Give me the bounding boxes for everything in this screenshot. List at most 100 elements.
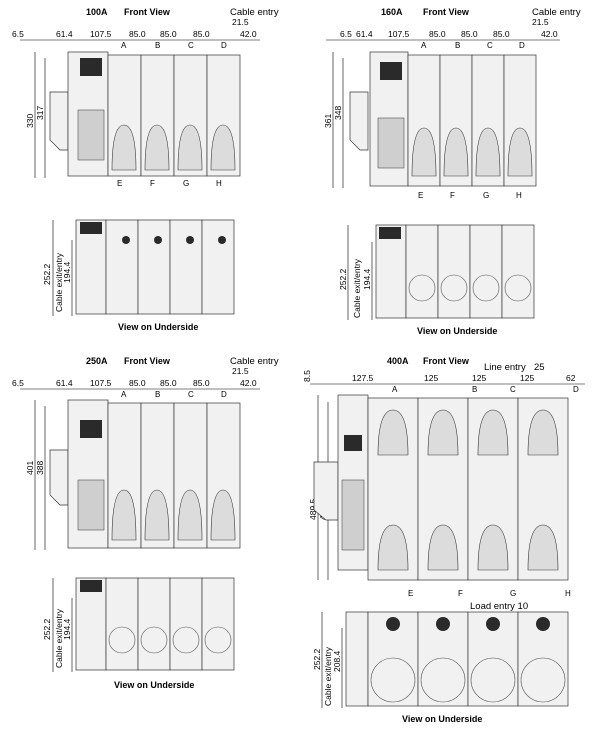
dim-text: 8.5 bbox=[302, 370, 312, 382]
dim-text: 61.4 bbox=[56, 29, 73, 39]
rating-label: 160A bbox=[381, 7, 403, 17]
dim-text: 107.5 bbox=[90, 29, 112, 39]
panel-160a-front: 160A Front View Cable entry 21.5 6.5 61.… bbox=[323, 7, 581, 200]
side-label: Cable exit/entry bbox=[54, 252, 64, 312]
cable-entry-value: 21.5 bbox=[232, 366, 249, 376]
terminal-letter: D bbox=[519, 41, 525, 50]
cable-entry-label: Line entry bbox=[484, 362, 526, 373]
terminal-letter: G bbox=[183, 179, 189, 188]
view-title: Front View bbox=[423, 7, 470, 17]
dim-text: 61.4 bbox=[56, 378, 73, 388]
height-inner: 194.4 bbox=[62, 618, 72, 640]
terminal-letter: F bbox=[458, 589, 463, 598]
dim-text: 42.0 bbox=[541, 29, 558, 39]
terminal-letter: B bbox=[472, 385, 477, 394]
height-inner: 194.4 bbox=[62, 261, 72, 283]
height-total: 401 bbox=[25, 461, 35, 475]
dim-text: 42.0 bbox=[240, 29, 257, 39]
terminal-letter: H bbox=[565, 589, 571, 598]
view-title: Front View bbox=[124, 7, 171, 17]
rating-label: 250A bbox=[86, 356, 108, 366]
terminal-letter: E bbox=[418, 191, 423, 200]
height-inner: 388 bbox=[35, 461, 45, 475]
panel-250a-front: 250A Front View Cable entry 21.5 6.5 61.… bbox=[12, 356, 279, 550]
dim-text: 125 bbox=[472, 373, 486, 383]
height-total: 252.2 bbox=[42, 263, 52, 285]
side-label: Cable exit/entry bbox=[323, 646, 333, 706]
dim-text: 85.0 bbox=[429, 29, 446, 39]
terminal-letter: A bbox=[392, 385, 398, 394]
dim-text: 107.5 bbox=[388, 29, 410, 39]
height-inner: 194.4 bbox=[362, 268, 372, 290]
terminal-letter: A bbox=[121, 41, 127, 50]
dim-text: 127.5 bbox=[352, 373, 374, 383]
terminal-letter: A bbox=[121, 390, 127, 399]
terminal-letter: E bbox=[408, 589, 413, 598]
height-total: 361 bbox=[323, 114, 333, 128]
underside-title: View on Underside bbox=[114, 680, 194, 690]
terminal-letter: D bbox=[221, 41, 227, 50]
height-total: 252.2 bbox=[42, 618, 52, 640]
side-label: Cable exit/entry bbox=[54, 608, 64, 668]
underside-250a: 252.2 194.4 Cable exit/entry View on Und… bbox=[42, 577, 235, 690]
terminal-letter: G bbox=[483, 191, 489, 200]
underside-title: View on Underside bbox=[417, 326, 497, 336]
terminal-letter: F bbox=[450, 191, 455, 200]
dim-text: 125 bbox=[424, 373, 438, 383]
height-inner: 317 bbox=[35, 106, 45, 120]
dim-text: 85.0 bbox=[193, 378, 210, 388]
underside-400a: Load entry 10 252.2 208.4 Cable exit/ent… bbox=[312, 601, 569, 724]
dim-text: 6.5 bbox=[12, 29, 24, 39]
terminal-letter: E bbox=[117, 179, 122, 188]
terminal-letter: H bbox=[516, 191, 522, 200]
view-title: Front View bbox=[124, 356, 171, 366]
dim-text: 107.5 bbox=[90, 378, 112, 388]
rating-label: 100A bbox=[86, 7, 108, 17]
dim-text: 62 bbox=[566, 373, 576, 383]
cable-entry-value: 21.5 bbox=[232, 17, 249, 27]
height-total: 489.5 bbox=[308, 498, 318, 520]
cable-entry-label: Cable entry bbox=[230, 356, 279, 367]
view-title: Front View bbox=[423, 356, 470, 366]
terminal-letter: B bbox=[155, 390, 160, 399]
rating-label: 400A bbox=[387, 356, 409, 366]
height-total: 252.2 bbox=[338, 268, 348, 290]
cable-entry-value: 21.5 bbox=[532, 17, 549, 27]
dim-text: 85.0 bbox=[160, 29, 177, 39]
dim-text: 85.0 bbox=[160, 378, 177, 388]
dim-text: 6.5 bbox=[12, 378, 24, 388]
dim-text: 125 bbox=[520, 373, 534, 383]
terminal-letter: A bbox=[421, 41, 427, 50]
terminal-letter: D bbox=[221, 390, 227, 399]
dim-text: 85.0 bbox=[129, 378, 146, 388]
panel-400a-front: 400A Front View Line entry 25 8.5 127.5 … bbox=[302, 356, 585, 598]
terminal-letter: H bbox=[216, 179, 222, 188]
load-entry-label: Load entry 10 bbox=[470, 601, 528, 612]
terminal-letter: F bbox=[150, 179, 155, 188]
dim-text: 42.0 bbox=[240, 378, 257, 388]
underside-title: View on Underside bbox=[118, 322, 198, 332]
dim-text: 85.0 bbox=[129, 29, 146, 39]
cable-entry-label: Cable entry bbox=[230, 7, 279, 18]
underside-100a: 252.2 194.4 Cable exit/entry View on Und… bbox=[42, 219, 235, 332]
terminal-letter: G bbox=[510, 589, 516, 598]
underside-160a: 252.2 194.4 Cable exit/entry View on Und… bbox=[338, 224, 535, 336]
cable-entry-label: Cable entry bbox=[532, 7, 581, 18]
panel-100a-front: 100A Front View Cable entry 21.5 6.5 61.… bbox=[12, 7, 279, 188]
terminal-letter: C bbox=[188, 41, 194, 50]
underside-title: View on Underside bbox=[402, 714, 482, 724]
dim-text: 85.0 bbox=[193, 29, 210, 39]
terminal-letter: C bbox=[487, 41, 493, 50]
height-inner: 348 bbox=[333, 106, 343, 120]
terminal-letter: B bbox=[455, 41, 460, 50]
dim-text: 6.5 bbox=[340, 29, 352, 39]
terminal-letter: C bbox=[510, 385, 516, 394]
dim-text: 61.4 bbox=[356, 29, 373, 39]
terminal-letter: C bbox=[188, 390, 194, 399]
dim-text: 85.0 bbox=[493, 29, 510, 39]
height-inner: 208.4 bbox=[332, 650, 342, 672]
height-total: 252.2 bbox=[312, 648, 322, 670]
terminal-letter: D bbox=[573, 385, 579, 394]
terminal-letter: B bbox=[155, 41, 160, 50]
